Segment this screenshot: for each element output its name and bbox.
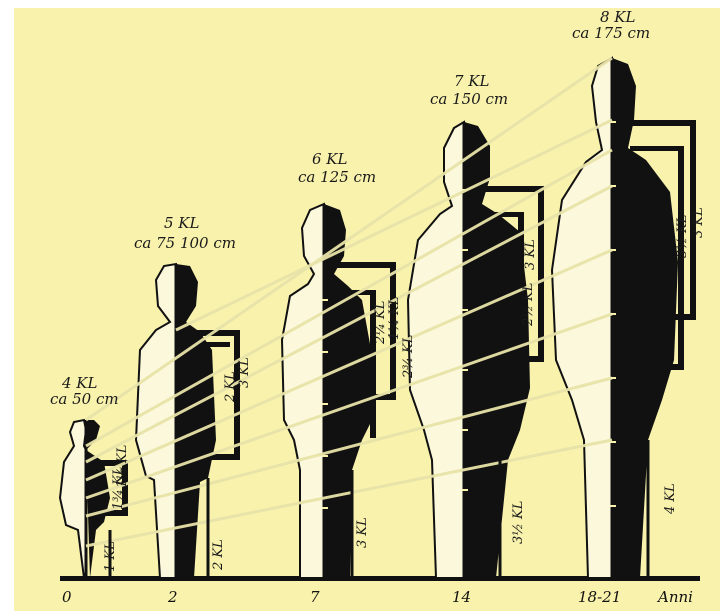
age-label-child: 7	[310, 588, 320, 606]
teen-marker-1: 3 KL	[523, 239, 538, 270]
age-label-infant: 0	[62, 588, 72, 606]
child-foot-label: 3 KL	[355, 517, 370, 548]
age-axis-unit: Anni	[656, 588, 693, 606]
child-marker-1: 1¼ KL	[387, 297, 402, 340]
toddler-size-line1: 5 KL	[164, 214, 200, 232]
age-label-toddler: 2	[167, 588, 178, 606]
adult-marker-1: 3 KL	[691, 207, 706, 238]
adult-size-line2: ca 175 cm	[572, 24, 650, 42]
infant-size-line2: ca 50 cm	[50, 390, 119, 408]
age-label-adult: 18-21	[578, 588, 621, 606]
infant-marker-1: 1½ KL	[115, 445, 130, 488]
figure-child	[282, 204, 396, 578]
age-label-teen: 14	[452, 588, 471, 606]
teen-size-line1: 7 KL	[454, 72, 490, 90]
teen-foot-label: 3½ KL	[511, 501, 526, 544]
child-size-line1: 6 KL	[312, 150, 348, 168]
toddler-marker-0: 2 KL	[223, 371, 238, 403]
teen-size-line2: ca 150 cm	[430, 90, 508, 108]
toddler-foot-label: 2 KL	[211, 539, 226, 571]
child-size-line2: ca 125 cm	[298, 168, 376, 186]
adult-foot-label: 4 KL	[663, 483, 678, 515]
infant-foot-label: 1 KL	[103, 541, 118, 572]
toddler-marker-1: 3 KL	[237, 357, 252, 388]
child-marker-0: 2¼ KL	[373, 301, 388, 345]
teen-marker-0: 2½ KL	[521, 283, 536, 327]
child-marker-2: 2¾ KL	[401, 335, 416, 379]
toddler-size-line2: ca 75 100 cm	[134, 234, 236, 252]
adult-marker-0: 3½ KL	[675, 215, 690, 258]
